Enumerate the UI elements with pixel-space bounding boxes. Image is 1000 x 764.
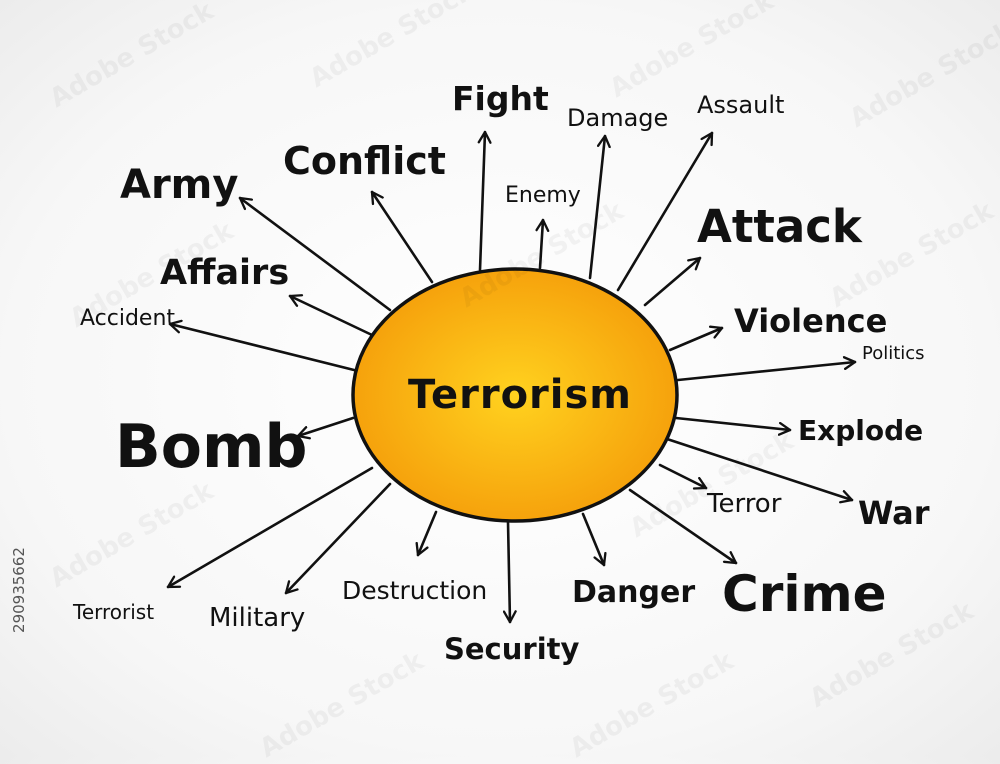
- arrow-to-army: [238, 196, 392, 312]
- arrow-to-explode: [674, 416, 792, 436]
- word-destruction: Destruction: [342, 576, 488, 605]
- word-conflict: Conflict: [283, 139, 446, 183]
- word-enemy: Enemy: [505, 183, 581, 208]
- word-fight: Fight: [452, 79, 549, 118]
- central-topic: Terrorism: [408, 372, 632, 418]
- word-danger: Danger: [572, 575, 696, 610]
- word-terror: Terror: [707, 489, 782, 519]
- word-explode: Explode: [798, 414, 924, 447]
- arrow-to-military: [284, 482, 392, 595]
- arrow-to-terrorist: [166, 466, 374, 589]
- arrow-to-assault: [616, 131, 714, 292]
- word-affairs: Affairs: [160, 253, 290, 293]
- word-bomb: Bomb: [115, 412, 308, 482]
- arrow-to-conflict: [370, 190, 434, 284]
- word-crime: Crime: [722, 565, 887, 623]
- word-violence: Violence: [734, 302, 888, 340]
- word-terrorist: Terrorist: [73, 600, 155, 624]
- arrow-to-accident: [168, 319, 364, 374]
- arrow-to-destruction: [415, 510, 438, 557]
- arrow-to-damage: [588, 134, 611, 280]
- arrow-to-war: [662, 436, 854, 504]
- arrow-to-politics: [676, 356, 857, 382]
- arrow-to-affairs: [288, 294, 374, 337]
- arrow-to-danger: [581, 512, 607, 567]
- arrow-to-crime: [628, 488, 738, 565]
- arrow-to-fight: [477, 130, 492, 272]
- connectors: [166, 130, 857, 624]
- word-attack: Attack: [697, 200, 862, 253]
- stock-id-text: 290935662: [10, 547, 28, 633]
- word-war: War: [858, 494, 930, 532]
- arrow-to-enemy: [535, 218, 550, 270]
- arrow-to-terror: [658, 463, 708, 490]
- word-military: Military: [209, 603, 306, 633]
- word-army: Army: [120, 162, 239, 208]
- arrow-to-attack: [643, 256, 702, 307]
- arrow-to-violence: [668, 325, 724, 352]
- word-assault: Assault: [697, 91, 785, 119]
- word-damage: Damage: [567, 104, 669, 132]
- word-security: Security: [444, 632, 580, 666]
- arrow-to-bomb: [296, 416, 355, 440]
- central-node-shape: [351, 267, 679, 523]
- arrow-to-security: [502, 520, 517, 624]
- word-politics: Politics: [862, 343, 925, 364]
- word-accident: Accident: [80, 306, 176, 331]
- stock-id-side-label: 290935662: [6, 520, 32, 660]
